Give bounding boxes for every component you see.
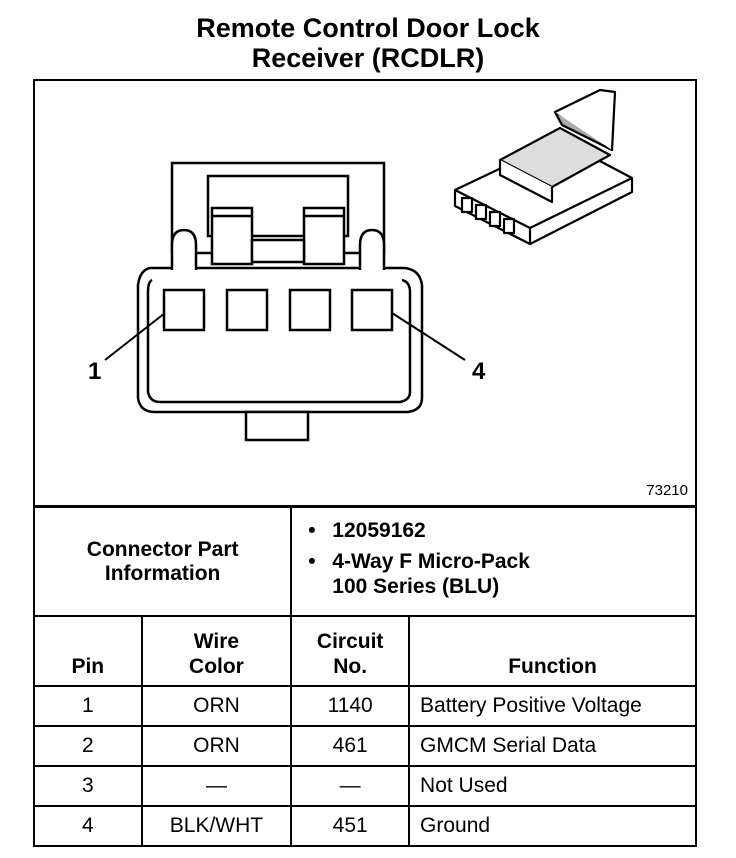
pin-cavity-1 [162,288,206,332]
connector-isometric-view [453,88,634,246]
function-cell: Ground [408,805,697,847]
diagram-title-line2: Receiver (RCDLR) [251,43,485,73]
function-cell: Battery Positive Voltage [408,685,697,727]
wire-color-cell: ORN [140,685,293,727]
pin-cavity-4 [350,288,394,332]
pin-cavity-3 [288,288,332,332]
connector-part-info-cell: 12059162 4-Way F Micro-Pack 100 Series (… [290,506,697,617]
header-function: Function [408,615,697,687]
pin-cell: 1 [33,685,143,727]
connector-bottom-tab [244,410,310,442]
wire-color-cell: — [140,765,293,807]
table-row: 3 — — Not Used [33,765,697,807]
connector-part-label-line2: Information [104,561,221,585]
pin-cavity-2 [225,288,269,332]
function-cell: GMCM Serial Data [408,725,697,767]
connector-illustration [104,88,634,442]
part-description-line2: 100 Series (BLU) [332,575,500,598]
header-pin: Pin [33,615,143,687]
wire-color-cell: ORN [140,725,293,767]
part-number: 12059162 [308,518,695,543]
pin-1-callout: 1 [88,358,102,385]
pin4-leader-line [391,312,466,361]
figure-reference-number: 73210 [646,482,688,499]
diagram-title-line1: Remote Control Door Lock [196,13,540,43]
part-description: 4-Way F Micro-Pack 100 Series (BLU) [308,549,695,599]
pin-cell: 4 [33,805,143,847]
circuit-cell: — [290,765,411,807]
connector-part-label-cell: Connector Part Information [32,506,293,617]
pin-cell: 2 [33,725,143,767]
wire-color-cell: BLK/WHT [140,805,293,847]
connector-part-label-line1: Connector Part [86,537,239,561]
connector-figure-frame [33,79,697,507]
circuit-cell: 1140 [290,685,411,727]
table-row: 2 ORN 461 GMCM Serial Data [33,725,697,767]
table-row: 1 ORN 1140 Battery Positive Voltage [33,685,697,727]
connector-info-table: Connector Part Information 12059162 4-Wa… [32,506,697,847]
function-cell: Not Used [408,765,697,807]
part-description-line1: 4-Way F Micro-Pack [332,550,530,573]
circuit-cell: 451 [290,805,411,847]
pin1-leader-line [104,312,166,361]
pin-4-callout: 4 [472,358,486,385]
pin-cell: 3 [33,765,143,807]
table-row: 4 BLK/WHT 451 Ground [33,805,697,847]
circuit-cell: 461 [290,725,411,767]
